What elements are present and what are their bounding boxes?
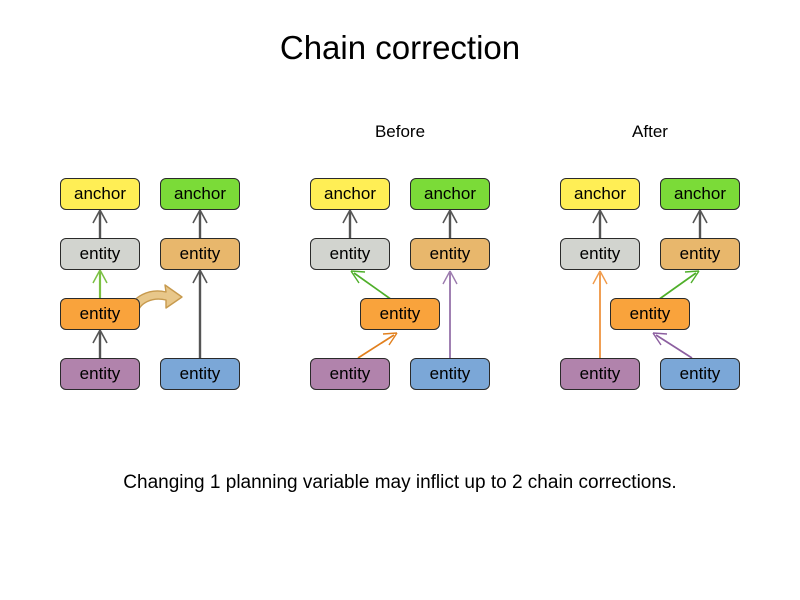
node-entity-tan[interactable]: entity (160, 238, 240, 270)
edge-entity-tan-to-anchor-green (442, 209, 458, 238)
edge-entity-orange-to-entity-tan (657, 270, 700, 301)
node-entity-grey[interactable]: entity (60, 238, 140, 270)
node-entity-purple[interactable]: entity (60, 358, 140, 390)
panel-after: anchor anchor entity entity entity entit… (540, 0, 800, 600)
edge-entity-purple-to-entity-grey (592, 270, 608, 358)
node-anchor-yellow[interactable]: anchor (60, 178, 140, 210)
panel-label-after: After (632, 122, 668, 141)
node-entity-blue[interactable]: entity (660, 358, 740, 390)
node-anchor-green[interactable]: anchor (410, 178, 490, 210)
slide-caption: Changing 1 planning variable may inflict… (123, 472, 677, 493)
node-entity-purple[interactable]: entity (560, 358, 640, 390)
edge-entity-tan-to-anchor-green (192, 209, 208, 238)
edge-entity-orange-to-entity-grey (350, 270, 393, 301)
node-entity-purple[interactable]: entity (310, 358, 390, 390)
node-entity-tan[interactable]: entity (660, 238, 740, 270)
edge-entity-purple-to-entity-orange (92, 329, 108, 358)
node-entity-orange[interactable]: entity (610, 298, 690, 330)
edge-entity-grey-to-anchor-yellow (592, 209, 608, 238)
edge-entity-orange-to-entity-grey (92, 269, 108, 298)
node-entity-orange[interactable]: entity (360, 298, 440, 330)
edge-entity-tan-to-anchor-green (692, 209, 708, 238)
edge-entity-blue-to-entity-orange (652, 332, 693, 359)
node-entity-grey[interactable]: entity (310, 238, 390, 270)
node-entity-tan[interactable]: entity (410, 238, 490, 270)
node-entity-grey[interactable]: entity (560, 238, 640, 270)
node-entity-blue[interactable]: entity (160, 358, 240, 390)
node-anchor-yellow[interactable]: anchor (310, 178, 390, 210)
node-entity-orange[interactable]: entity (60, 298, 140, 330)
edge-entity-blue-to-entity-tan (192, 269, 208, 358)
panel-initial: anchor anchor entity entity entity entit… (40, 0, 300, 600)
panel-label-before: Before (374, 122, 426, 141)
node-anchor-yellow[interactable]: anchor (560, 178, 640, 210)
node-anchor-green[interactable]: anchor (160, 178, 240, 210)
edge-entity-purple-to-entity-orange (357, 332, 398, 359)
edge-entity-blue-to-entity-tan (442, 270, 458, 358)
node-entity-blue[interactable]: entity (410, 358, 490, 390)
edge-entity-grey-to-anchor-yellow (342, 209, 358, 238)
node-anchor-green[interactable]: anchor (660, 178, 740, 210)
edge-entity-grey-to-anchor-yellow (92, 209, 108, 238)
panel-before: anchor anchor entity entity entity entit… (290, 0, 550, 600)
page-title: Chain correction (279, 29, 521, 66)
